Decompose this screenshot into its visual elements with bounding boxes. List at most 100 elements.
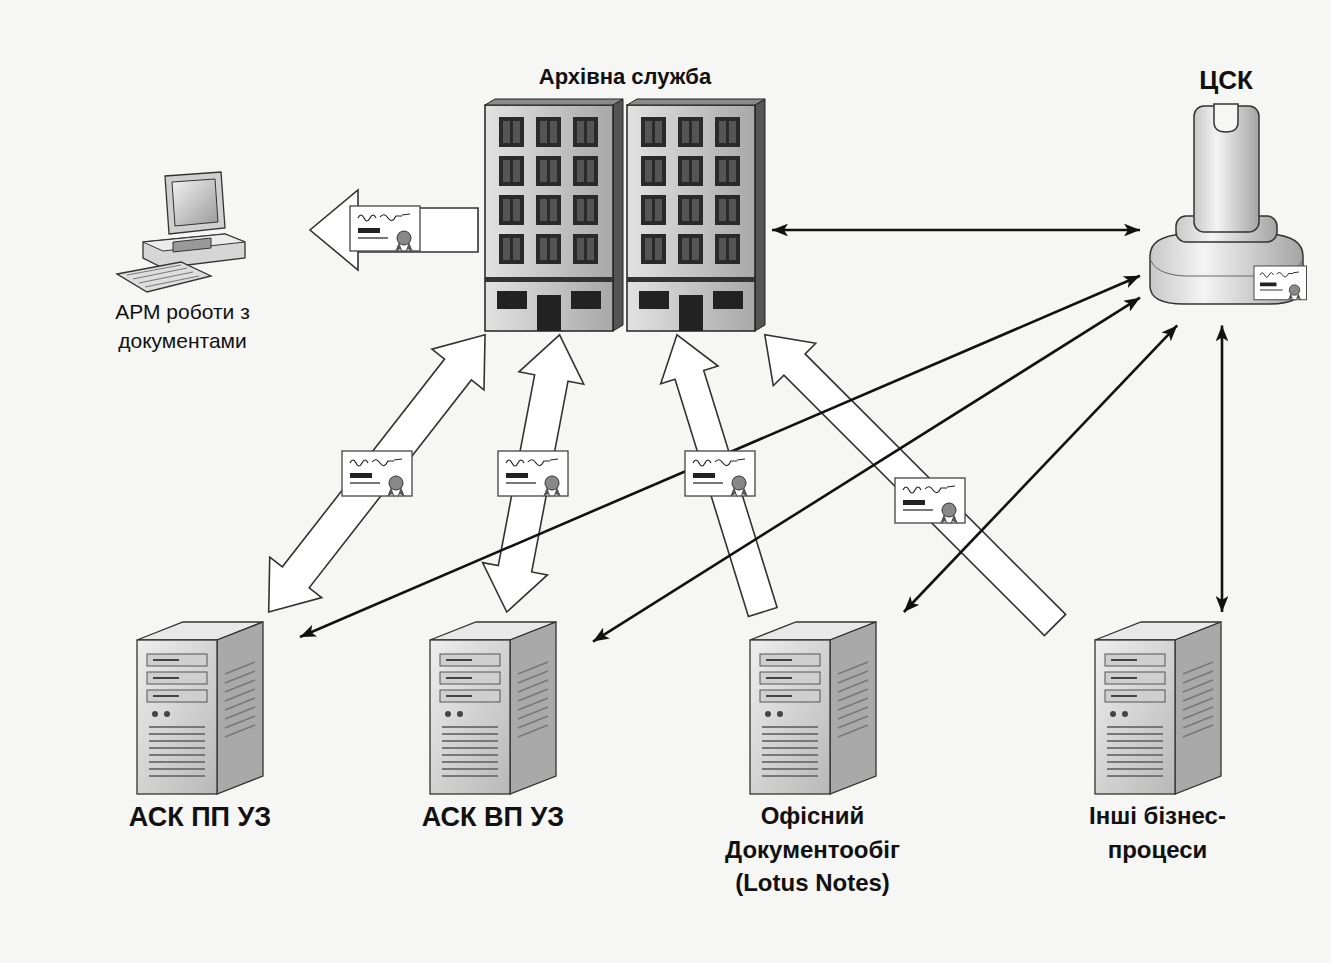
icon-part [506,482,536,484]
icon-part [903,509,933,511]
icon-part [149,768,205,770]
icon-part [440,672,500,684]
icon-part [147,690,207,702]
icon-part [536,195,561,225]
icon-part [143,234,245,268]
icon-part [1260,272,1299,277]
icon-part [217,622,263,794]
icon-part [442,754,498,756]
certificate-icon [1254,266,1307,301]
icon-part [513,238,520,260]
icon-part [499,234,524,264]
server-box: Інші бізнес-процеси [1055,612,1260,868]
icon-part [442,733,498,735]
icon-part [587,238,594,260]
icon-part [1107,775,1163,777]
icon-part [537,295,561,331]
connector-arrow [772,229,1140,232]
icon-part [760,654,820,666]
icon-part [719,199,726,221]
icon-part [719,121,726,143]
icon-part [149,733,205,735]
icon-part [641,195,666,225]
icon-part [678,156,703,186]
icon-part [645,160,652,182]
certificate-icon [685,451,755,498]
icon-part [645,121,652,143]
icon-part [645,199,652,221]
icon-part [540,238,547,260]
icon-part [655,121,662,143]
icon-part [153,695,179,697]
icon-part [903,500,925,505]
icon-part [442,775,498,777]
icon-part [693,482,723,484]
icon-part [715,156,740,186]
icon-part [577,121,584,143]
icon-part [715,195,740,225]
icon-part [149,740,205,742]
icon-part [571,291,601,309]
icon-part [693,473,715,478]
icon-part [513,199,520,221]
connector-arrow [904,325,1177,612]
icon-part [506,459,558,466]
icon-part [143,234,245,251]
icon-part [750,640,830,794]
icon-part [762,740,818,742]
icon-part [149,761,205,763]
icon-part [152,711,158,717]
icon-part [440,654,500,666]
icon-part [682,199,689,221]
icon-part [358,214,410,221]
icon-part [762,768,818,770]
icon-part [536,117,561,147]
icon-part [172,179,218,226]
icon-part [838,725,868,737]
icon-part [1107,768,1163,770]
icon-part [503,121,510,143]
server-icon [738,614,888,799]
icon-part [713,291,743,309]
icon-part [446,677,472,679]
server-shape [750,622,876,794]
icon-part [765,711,771,717]
icon-part [550,238,557,260]
building-block [627,99,765,331]
icon-part [760,672,820,684]
icon-part [755,99,765,331]
icon-part [442,726,498,728]
icon-part [540,121,547,143]
icon-part [762,754,818,756]
icon-part [1107,726,1163,728]
icon-part [639,291,669,309]
computer-shape [117,172,245,292]
icon-part [149,754,205,756]
icon-part [503,199,510,221]
icon-part [1107,761,1163,763]
icon-part [485,99,623,105]
icon-part [165,172,225,234]
icon-part [678,117,703,147]
icon-part [442,740,498,742]
icon-part [577,199,584,221]
icon-part [627,277,755,282]
icon-part [573,195,598,225]
server-shape [430,622,556,794]
node-label: АРМ роботи з документами [59,297,306,356]
tower-icon [1144,98,1309,323]
icon-part [506,473,528,478]
server-box: АСК ВП УЗ [393,612,593,839]
icon-part [153,677,179,679]
server-box: АСК ПП УЗ [100,612,300,839]
icon-part [442,768,498,770]
certificate-icon [342,451,412,498]
icon-part [655,238,662,260]
icon-part [1183,725,1213,737]
icon-part [389,476,403,490]
icon-part [766,659,792,661]
workstation: АРМ роботи з документами [55,170,310,358]
icon-part [1107,754,1163,756]
icon-part [678,234,703,264]
icon-part [1095,640,1175,794]
